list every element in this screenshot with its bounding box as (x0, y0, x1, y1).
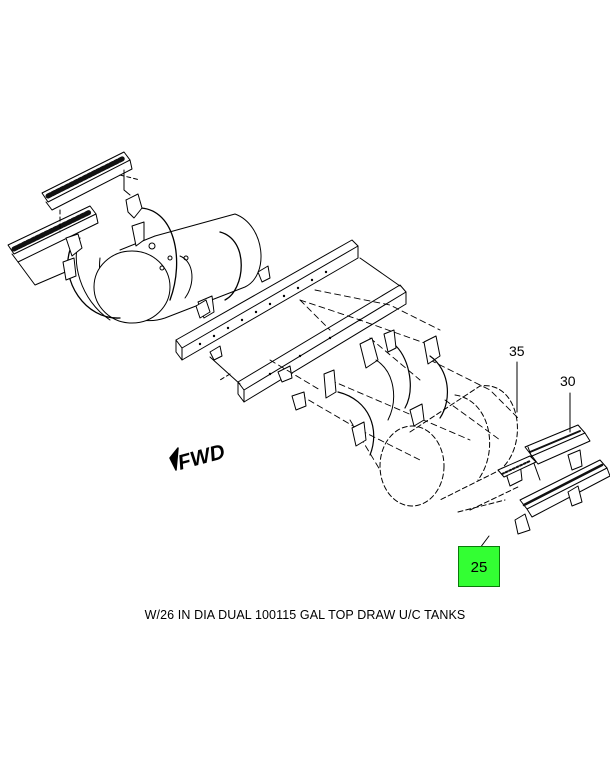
upper-step-left (7, 151, 141, 286)
lower-step-right (497, 424, 610, 535)
lower-fuel-tank (379, 385, 521, 513)
fwd-label: FWD (175, 440, 227, 475)
frame-rail (175, 239, 407, 403)
assembly-leaders (269, 289, 521, 471)
fwd-arrow-icon (169, 447, 179, 471)
callout-25: 25 (470, 559, 488, 576)
diagram-caption: W/26 IN DIA DUAL 100115 GAL TOP DRAW U/C… (144, 608, 466, 622)
callout-35: 35 (509, 343, 525, 359)
callout-30: 30 (560, 373, 576, 389)
callout-25-highlight[interactable]: 25 (458, 546, 500, 587)
lower-mounting-brackets (291, 329, 448, 456)
